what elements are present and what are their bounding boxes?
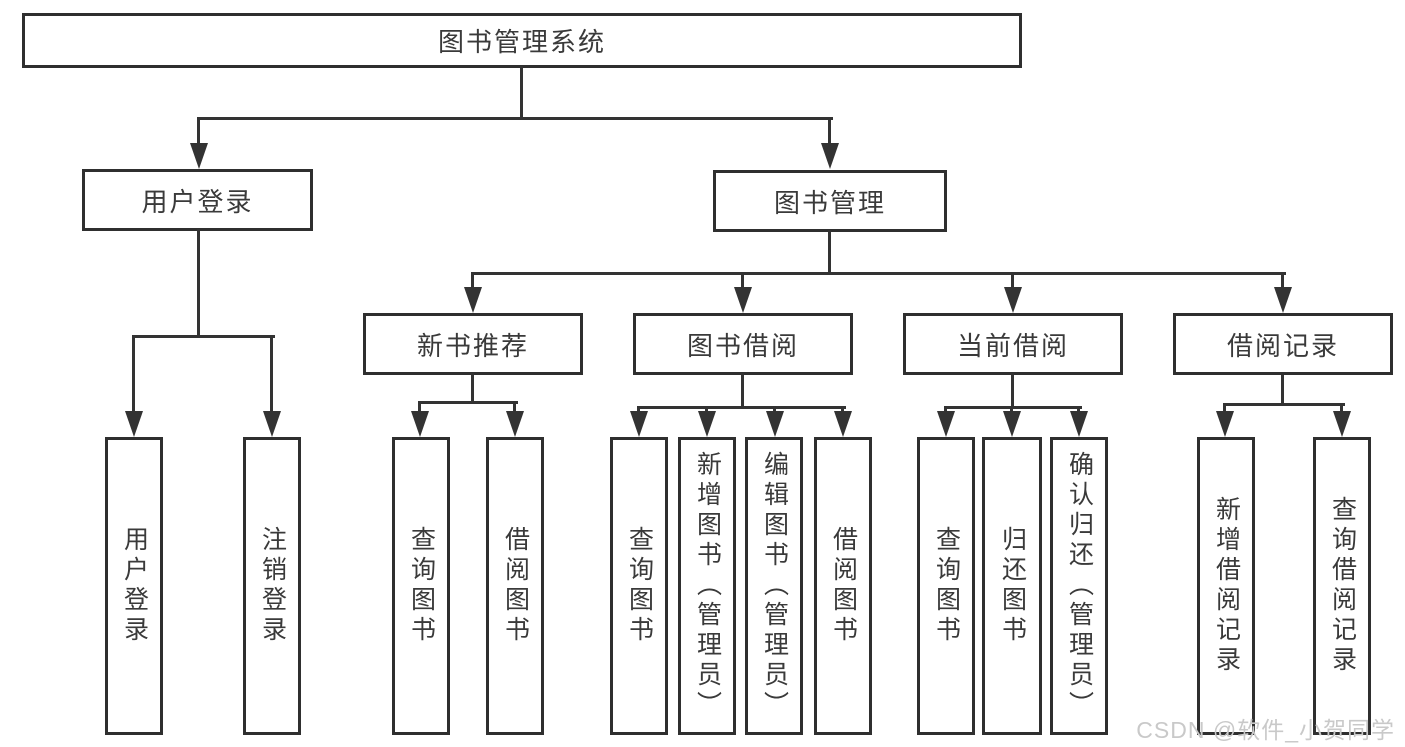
connector-line xyxy=(197,117,833,120)
node-user-login: 用户登录 xyxy=(82,169,313,231)
arrow-down-icon xyxy=(834,411,852,437)
connector-line xyxy=(741,373,744,408)
arrow-down-icon xyxy=(1004,287,1022,313)
node-book-borrowing: 图书借阅 xyxy=(633,313,853,375)
connector-line xyxy=(944,406,1082,409)
connector-line xyxy=(520,66,523,119)
arrow-down-icon xyxy=(766,411,784,437)
arrow-down-icon xyxy=(464,287,482,313)
connector-line xyxy=(197,119,200,145)
leaf-add-books-admin: 新增图书（管理员） xyxy=(678,437,736,735)
arrow-down-icon xyxy=(630,411,648,437)
connector-line xyxy=(197,229,200,337)
leaf-query-books-recommend: 查询图书 xyxy=(392,437,450,735)
leaf-confirm-return-admin: 确认归还（管理员） xyxy=(1050,437,1108,735)
leaf-add-borrow-record: 新增借阅记录 xyxy=(1197,437,1255,735)
arrow-down-icon xyxy=(821,143,839,169)
connector-line xyxy=(471,272,1286,275)
leaf-borrow-books-borrowing: 借阅图书 xyxy=(814,437,872,735)
arrow-down-icon xyxy=(190,143,208,169)
connector-line xyxy=(471,373,474,403)
arrow-down-icon xyxy=(1274,287,1292,313)
arrow-down-icon xyxy=(1070,411,1088,437)
leaf-query-books-borrowing: 查询图书 xyxy=(610,437,668,735)
node-new-book-recommend: 新书推荐 xyxy=(363,313,583,375)
arrow-down-icon xyxy=(698,411,716,437)
connector-line xyxy=(1011,373,1014,408)
node-borrowing-records: 借阅记录 xyxy=(1173,313,1393,375)
connector-line xyxy=(1281,375,1284,405)
arrow-down-icon xyxy=(1333,411,1351,437)
arrow-down-icon xyxy=(937,411,955,437)
connector-line xyxy=(1011,274,1014,289)
arrow-down-icon xyxy=(506,411,524,437)
connector-line xyxy=(471,274,474,289)
connector-line xyxy=(418,403,421,413)
arrow-down-icon xyxy=(263,411,281,437)
connector-line xyxy=(1340,405,1343,413)
arrow-down-icon xyxy=(734,287,752,313)
connector-line xyxy=(828,230,831,274)
connector-line xyxy=(1223,405,1226,413)
leaf-return-books: 归还图书 xyxy=(982,437,1042,735)
csdn-watermark: CSDN @软件_小贺同学 xyxy=(1136,717,1395,743)
node-library-management-system: 图书管理系统 xyxy=(22,13,1022,68)
arrow-down-icon xyxy=(1216,411,1234,437)
connector-line xyxy=(1223,403,1345,406)
leaf-query-books-current: 查询图书 xyxy=(917,437,975,735)
connector-line xyxy=(828,119,831,145)
leaf-logout: 注销登录 xyxy=(243,437,301,735)
connector-line xyxy=(513,403,516,413)
leaf-query-borrow-record: 查询借阅记录 xyxy=(1313,437,1371,735)
leaf-edit-books-admin: 编辑图书（管理员） xyxy=(745,437,803,735)
arrow-down-icon xyxy=(1003,411,1021,437)
connector-line xyxy=(1281,274,1284,289)
leaf-borrow-books-recommend: 借阅图书 xyxy=(486,437,544,735)
node-book-management: 图书管理 xyxy=(713,170,947,232)
connector-line xyxy=(637,406,846,409)
connector-line xyxy=(270,337,273,413)
node-current-borrowing: 当前借阅 xyxy=(903,313,1123,375)
leaf-user-login: 用户登录 xyxy=(105,437,163,735)
connector-line xyxy=(418,401,518,404)
connector-line xyxy=(132,335,275,338)
arrow-down-icon xyxy=(411,411,429,437)
connector-line xyxy=(741,274,744,289)
arrow-down-icon xyxy=(125,411,143,437)
connector-line xyxy=(132,337,135,413)
